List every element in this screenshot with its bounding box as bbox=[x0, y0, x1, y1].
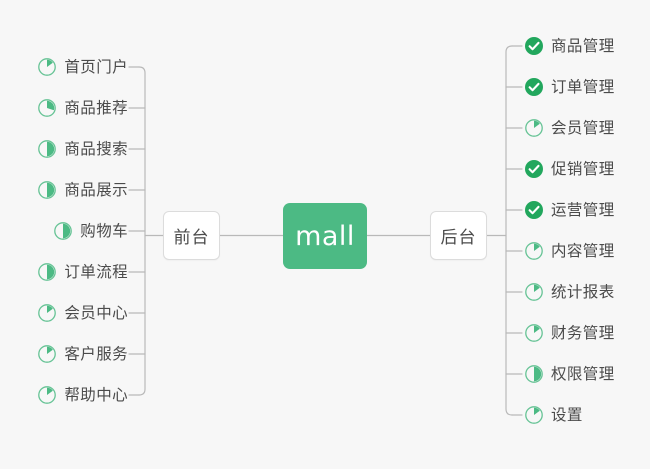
leaf-item[interactable]: 内容管理 bbox=[524, 238, 615, 264]
pie-icon bbox=[524, 323, 544, 343]
pie-icon bbox=[37, 385, 57, 405]
leaf-item-label: 会员中心 bbox=[64, 304, 128, 322]
check-circle-icon bbox=[524, 200, 544, 220]
pie-icon bbox=[524, 282, 544, 302]
leaf-item-label: 首页门户 bbox=[64, 58, 128, 76]
leaf-item[interactable]: 订单管理 bbox=[524, 74, 615, 100]
leaf-item[interactable]: 财务管理 bbox=[524, 320, 615, 346]
leaf-item-label: 权限管理 bbox=[551, 365, 615, 383]
pie-icon bbox=[53, 221, 73, 241]
leaf-item[interactable]: 商品管理 bbox=[524, 33, 615, 59]
leaf-item-label: 客户服务 bbox=[64, 345, 128, 363]
leaf-item[interactable]: 购物车 bbox=[53, 218, 128, 244]
pie-icon bbox=[37, 57, 57, 77]
leaf-item-label: 订单管理 bbox=[551, 78, 615, 96]
leaf-item[interactable]: 首页门户 bbox=[37, 54, 128, 80]
leaf-item-label: 商品展示 bbox=[64, 181, 128, 199]
leaf-item-label: 运营管理 bbox=[551, 201, 615, 219]
pie-icon bbox=[37, 139, 57, 159]
pie-icon bbox=[37, 180, 57, 200]
pie-icon bbox=[524, 241, 544, 261]
leaf-item-label: 会员管理 bbox=[551, 119, 615, 137]
leaf-item[interactable]: 客户服务 bbox=[37, 341, 128, 367]
branch-node-backend[interactable]: 后台 bbox=[430, 211, 487, 260]
leaf-item-label: 商品推荐 bbox=[64, 99, 128, 117]
check-circle-icon bbox=[524, 77, 544, 97]
leaf-item[interactable]: 商品展示 bbox=[37, 177, 128, 203]
leaf-item[interactable]: 帮助中心 bbox=[37, 382, 128, 408]
leaf-item-label: 购物车 bbox=[80, 222, 128, 240]
leaf-item-label: 设置 bbox=[551, 406, 583, 424]
leaf-item[interactable]: 统计报表 bbox=[524, 279, 615, 305]
leaf-item-label: 商品搜索 bbox=[64, 140, 128, 158]
leaf-item-label: 统计报表 bbox=[551, 283, 615, 301]
pie-icon bbox=[524, 364, 544, 384]
leaf-item[interactable]: 订单流程 bbox=[37, 259, 128, 285]
root-node-label: mall bbox=[295, 220, 355, 252]
leaf-item-label: 促销管理 bbox=[551, 160, 615, 178]
branch-node-frontend[interactable]: 前台 bbox=[163, 211, 220, 260]
pie-icon bbox=[37, 303, 57, 323]
leaf-item[interactable]: 设置 bbox=[524, 402, 583, 428]
leaf-item-label: 帮助中心 bbox=[64, 386, 128, 404]
leaf-item[interactable]: 商品推荐 bbox=[37, 95, 128, 121]
pie-icon bbox=[37, 262, 57, 282]
leaf-item[interactable]: 商品搜索 bbox=[37, 136, 128, 162]
leaf-item-label: 内容管理 bbox=[551, 242, 615, 260]
leaf-item[interactable]: 运营管理 bbox=[524, 197, 615, 223]
leaf-item[interactable]: 会员中心 bbox=[37, 300, 128, 326]
leaf-item-label: 财务管理 bbox=[551, 324, 615, 342]
pie-icon bbox=[37, 344, 57, 364]
pie-icon bbox=[37, 98, 57, 118]
leaf-item-label: 商品管理 bbox=[551, 37, 615, 55]
check-circle-icon bbox=[524, 36, 544, 56]
leaf-item[interactable]: 权限管理 bbox=[524, 361, 615, 387]
pie-icon bbox=[524, 405, 544, 425]
pie-icon bbox=[524, 118, 544, 138]
leaf-item[interactable]: 会员管理 bbox=[524, 115, 615, 141]
branch-node-backend-label: 后台 bbox=[440, 228, 477, 248]
leaf-item[interactable]: 促销管理 bbox=[524, 156, 615, 182]
root-node-mall[interactable]: mall bbox=[283, 203, 367, 269]
leaf-item-label: 订单流程 bbox=[64, 263, 128, 281]
branch-node-frontend-label: 前台 bbox=[173, 228, 210, 248]
check-circle-icon bbox=[524, 159, 544, 179]
